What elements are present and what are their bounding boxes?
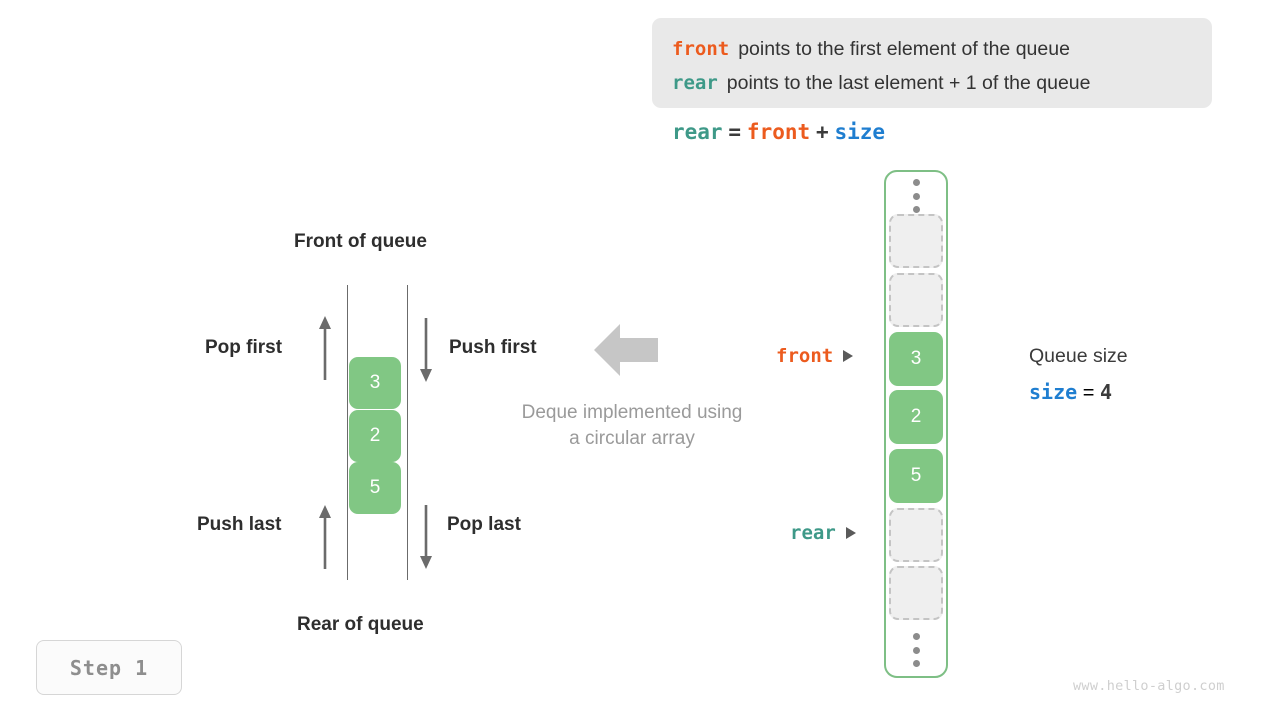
rear-pointer-arrow-icon xyxy=(845,527,856,539)
array-ellipsis-bottom-icon xyxy=(909,633,923,667)
diagram-caption: Deque implemented using a circular array xyxy=(492,400,772,452)
queue-size-var: size xyxy=(1029,380,1078,404)
front-of-queue-label: Front of queue xyxy=(294,231,427,252)
formula-front: front xyxy=(746,120,811,144)
array-cell xyxy=(889,566,943,620)
step-badge: Step 1 xyxy=(36,640,182,695)
array-cell xyxy=(889,214,943,268)
deque-cell: 2 xyxy=(349,410,401,462)
mapping-left-arrow-icon xyxy=(594,324,658,376)
array-cell: 3 xyxy=(889,332,943,386)
circular-array-container xyxy=(884,170,948,678)
array-cell xyxy=(889,508,943,562)
queue-size-number: 4 xyxy=(1099,380,1113,404)
deque-cell: 3 xyxy=(349,357,401,409)
formula-size: size xyxy=(834,120,886,144)
pop-last-arrow-down-icon xyxy=(420,505,432,569)
front-pointer-label: front xyxy=(776,345,854,367)
front-pointer-text: front xyxy=(776,345,834,367)
rear-formula: rear = front + size xyxy=(672,120,885,145)
pop-last-label: Pop last xyxy=(447,514,521,535)
rear-of-queue-label: Rear of queue xyxy=(297,614,424,635)
legend-text-rear: points to the last element + 1 of the qu… xyxy=(726,72,1091,94)
front-pointer-arrow-icon xyxy=(843,350,854,362)
array-ellipsis-top-icon xyxy=(909,179,923,213)
pointer-legend-box: front points to the first element of the … xyxy=(652,18,1212,108)
push-first-arrow-down-icon xyxy=(420,318,432,382)
formula-plus: + xyxy=(815,120,829,144)
array-cell xyxy=(889,273,943,327)
push-last-arrow-up-icon xyxy=(319,505,331,569)
deque-guide-line-right xyxy=(407,285,408,580)
pop-first-arrow-up-icon xyxy=(319,316,331,380)
array-cell: 2 xyxy=(889,390,943,444)
pop-first-label: Pop first xyxy=(205,337,283,358)
legend-text-front: points to the first element of the queue xyxy=(738,38,1070,60)
formula-equals: = xyxy=(728,120,742,144)
legend-line-front: front points to the first element of the … xyxy=(672,32,1212,66)
queue-size-expression: size = 4 xyxy=(1029,380,1112,405)
queue-size-title: Queue size xyxy=(1029,345,1128,367)
formula-rear: rear xyxy=(672,120,723,144)
array-cell: 5 xyxy=(889,449,943,503)
legend-line-rear: rear points to the last element + 1 of th… xyxy=(672,66,1212,100)
deque-guide-line-left xyxy=(347,285,348,580)
diagram-caption-line2: a circular array xyxy=(569,428,695,449)
rear-pointer-label: rear xyxy=(790,522,856,544)
rear-pointer-text: rear xyxy=(790,522,836,544)
legend-keyword-rear: rear xyxy=(672,72,718,94)
queue-size-equals: = xyxy=(1082,382,1095,404)
push-first-label: Push first xyxy=(449,337,537,358)
deque-cell: 5 xyxy=(349,462,401,514)
diagram-caption-line1: Deque implemented using xyxy=(521,402,743,423)
watermark: www.hello-algo.com xyxy=(1073,678,1225,694)
legend-keyword-front: front xyxy=(672,38,730,60)
push-last-label: Push last xyxy=(197,514,282,535)
